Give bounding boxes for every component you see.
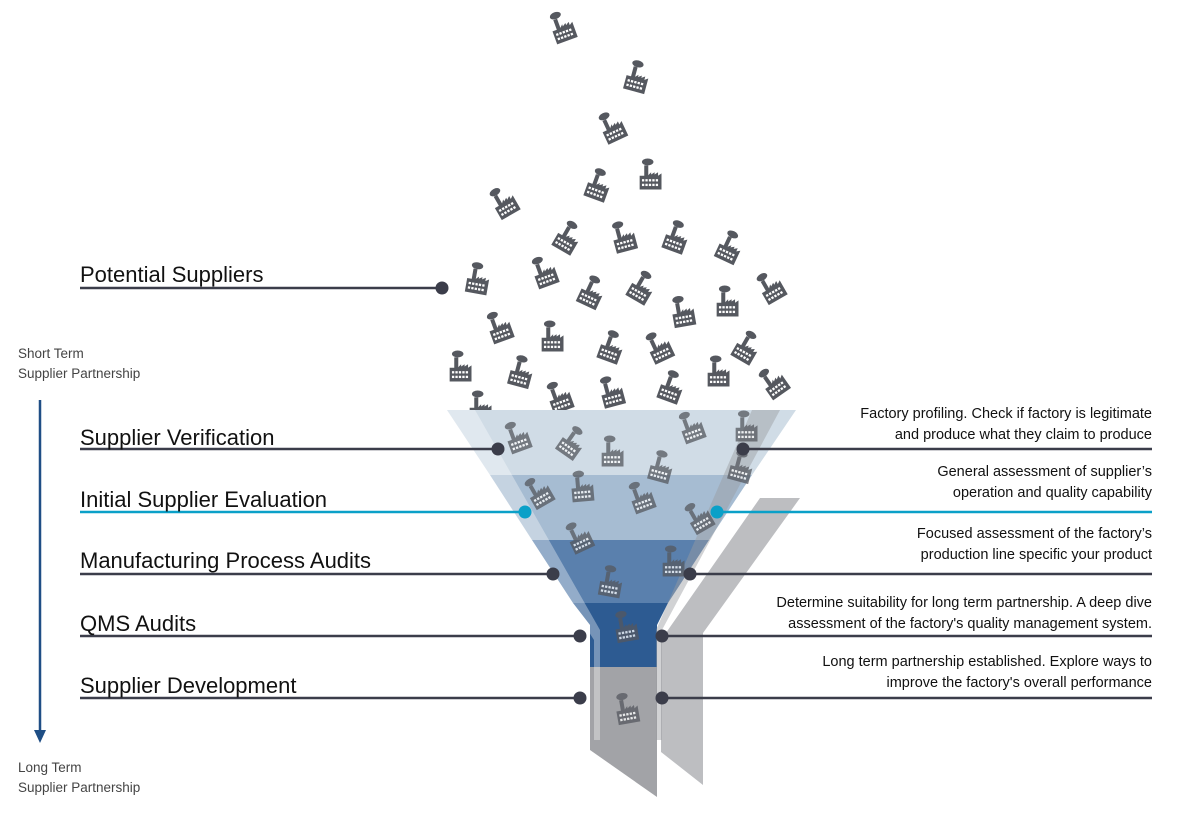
factory-icons-above	[449, 7, 792, 422]
connector-dot	[491, 442, 505, 456]
factory-icon	[639, 158, 662, 190]
desc-supplier-development: Long term partnership established. Explo…	[822, 652, 1152, 694]
connector-dot	[573, 691, 587, 705]
connector-dot	[573, 629, 587, 643]
connector-dot	[683, 567, 697, 581]
label-qms-audits: QMS Audits	[80, 611, 197, 636]
factory-icon	[507, 353, 537, 390]
long-term-line2: Supplier Partnership	[18, 780, 141, 795]
desc-supplier-verification: Factory profiling. Check if factory is l…	[860, 404, 1152, 446]
connector-dot	[710, 505, 724, 519]
connector-dot	[435, 281, 449, 295]
factory-icon	[661, 218, 693, 255]
factory-icon	[528, 252, 560, 290]
factory-icon	[541, 320, 564, 352]
factory-icon	[730, 327, 765, 366]
desc-line: assessment of the factory's quality mana…	[788, 616, 1152, 632]
factory-icon	[483, 307, 515, 345]
factory-icon	[596, 328, 628, 365]
desc-line: Determine suitability for long term part…	[776, 595, 1152, 611]
label-supplier-verification: Supplier Verification	[80, 425, 275, 450]
desc-line: production line specific your product	[920, 547, 1152, 563]
factory-icon	[546, 7, 578, 45]
factory-icon	[449, 350, 472, 382]
factory-icon	[755, 362, 792, 401]
factory-icon	[753, 267, 788, 306]
label-initial-supplier-evaluation: Initial Supplier Evaluation	[80, 487, 328, 512]
short-term-line1: Short Term	[18, 346, 84, 361]
factory-icon	[623, 58, 653, 95]
label-potential-suppliers: Potential Suppliers	[80, 262, 264, 287]
factory-icon	[642, 327, 676, 365]
desc-line: General assessment of supplier’s	[937, 464, 1152, 480]
desc-line: improve the factory's overall performanc…	[886, 675, 1153, 691]
factory-icon	[625, 267, 660, 306]
label-supplier-development: Supplier Development	[80, 673, 297, 698]
factory-icon	[551, 217, 586, 256]
desc-qms-audits: Determine suitability for long term part…	[776, 593, 1152, 635]
label-manufacturing-process-audits: Manufacturing Process Audits	[80, 548, 372, 573]
desc-line: operation and quality capability	[952, 485, 1152, 501]
factory-icon	[575, 272, 609, 311]
connector-dot	[655, 691, 669, 705]
funnel-band-process-audits	[532, 540, 709, 603]
connector-dot	[518, 505, 532, 519]
desc-manufacturing-process-audits: Focused assessment of the factory’s produ…	[917, 524, 1152, 566]
factory-icon	[543, 377, 575, 415]
short-term-line2: Supplier Partnership	[18, 366, 141, 381]
factory-icon	[583, 166, 615, 203]
desc-line: Long term partnership established. Explo…	[822, 654, 1152, 670]
desc-initial-supplier-evaluation: General assessment of supplier’s operatio…	[937, 462, 1152, 504]
desc-line: Factory profiling. Check if factory is l…	[860, 406, 1152, 422]
funnel-side-strip	[661, 498, 800, 785]
connector-dot	[546, 567, 560, 581]
connector-dot	[736, 442, 750, 456]
factory-icon	[707, 355, 730, 387]
funnel-band-evaluation	[490, 475, 752, 540]
factory-icon	[669, 293, 697, 329]
timeline-arrow	[34, 400, 46, 743]
factory-icon	[713, 227, 747, 266]
desc-line: Focused assessment of the factory’s	[916, 526, 1152, 542]
factory-icon	[596, 373, 627, 409]
connector-dot	[655, 629, 669, 643]
long-term-line1: Long Term	[18, 760, 82, 775]
funnel-neck	[590, 667, 657, 797]
factory-icon	[486, 182, 521, 221]
factory-icon	[716, 285, 739, 317]
desc-line: and produce what they claim to produce	[894, 427, 1152, 443]
funnel-band-verification	[447, 410, 796, 475]
factory-icon	[656, 368, 688, 405]
factory-icon	[464, 260, 492, 296]
factory-icon	[608, 218, 639, 254]
factory-icon	[595, 107, 629, 145]
connector-lines	[80, 281, 1152, 705]
